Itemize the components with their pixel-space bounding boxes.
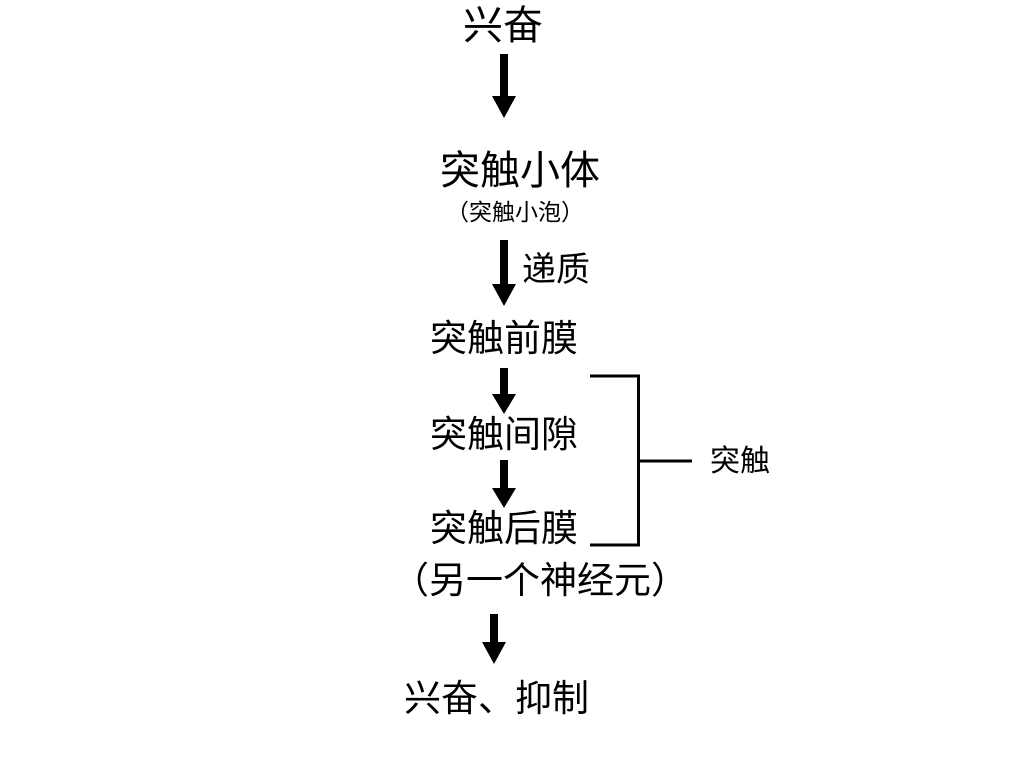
node-postsynaptic-membrane: 突触后膜	[430, 507, 578, 550]
arrow-terminal-to-presynaptic	[492, 240, 516, 306]
node-synaptic-terminal: 突触小体	[440, 148, 600, 194]
arrow-neuron-to-result	[482, 614, 506, 664]
arrow-excitation-to-terminal	[492, 54, 516, 118]
node-excitation: 兴奋	[463, 3, 543, 49]
arrow-cleft-to-postsynaptic	[492, 460, 516, 508]
node-result: 兴奋、抑制	[404, 677, 589, 720]
label-transmitter: 递质	[522, 250, 590, 290]
synapse-bracket	[590, 374, 692, 547]
arrow-presynaptic-to-cleft	[492, 368, 516, 414]
label-synapse: 突触	[710, 444, 770, 479]
node-another-neuron: （另一个神经元）	[392, 559, 688, 602]
node-synaptic-cleft: 突触间隙	[430, 413, 578, 456]
node-presynaptic-membrane: 突触前膜	[430, 317, 578, 360]
node-synaptic-vesicle: （突触小泡）	[446, 200, 584, 226]
